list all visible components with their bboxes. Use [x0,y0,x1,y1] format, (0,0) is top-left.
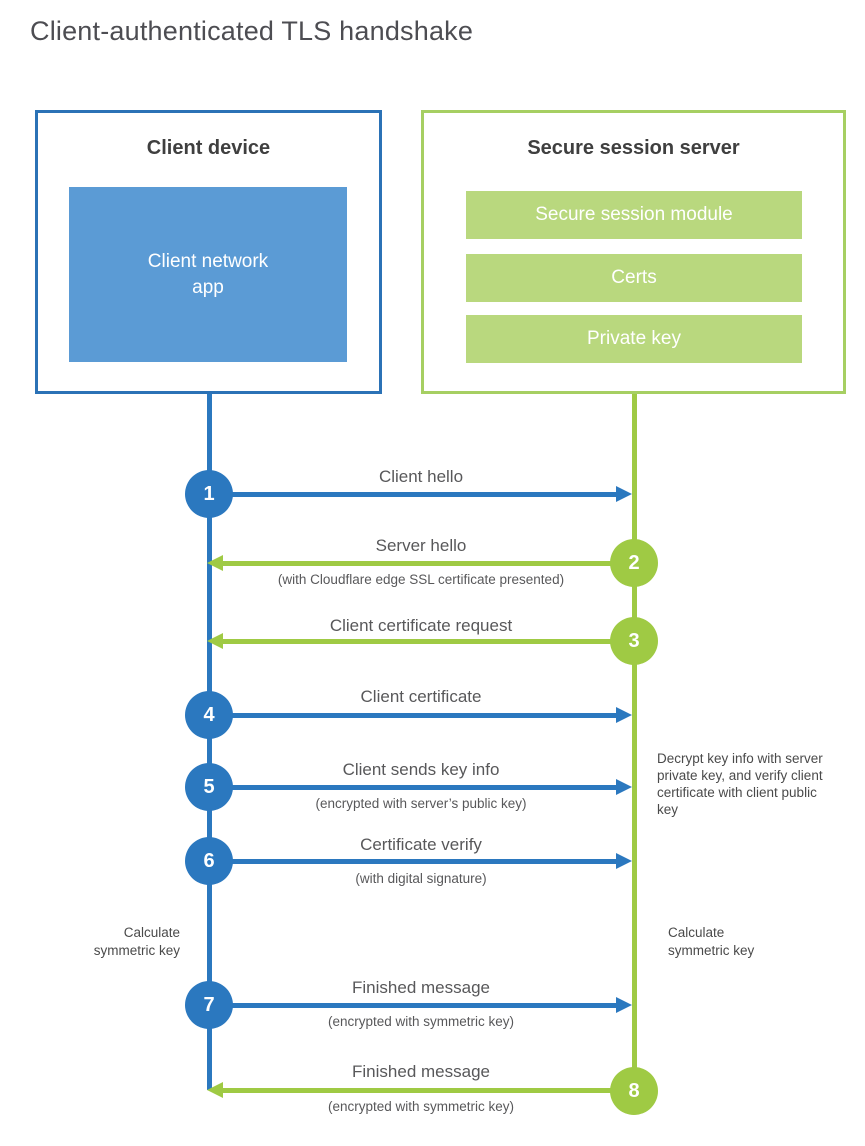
step6-label: Certificate verify [360,835,482,854]
client-device-box: Client device Client network app [35,110,382,394]
step6-arrowhead-icon [616,853,632,869]
step6-arrow-line [230,859,616,864]
step8-label: Finished message [352,1062,490,1081]
step1-label: Client hello [378,467,464,486]
calc-symmetric-key-left-note: Calculate symmetric key [93,925,180,958]
step1-circle: 1 [185,470,233,518]
step5-subtitle: (encrypted with server’s public key) [315,796,527,811]
step3-circle: 3 [610,617,658,665]
server-module-certs: Certs [466,254,802,302]
step3-arrowhead-icon [207,633,223,649]
step5-circle: 5 [185,763,233,811]
step7-label: Finished message [352,978,490,997]
step2-arrowhead-icon [207,555,223,571]
server-module-private-key: Private key [466,315,802,363]
step7-arrowhead-icon [616,997,632,1013]
step8-arrow-line [223,1088,612,1093]
step4-arrow-line [230,713,616,718]
step5-label: Client sends key info [342,760,500,779]
secure-session-server-box: Secure session server Secure session mod… [421,110,846,394]
calc-symmetric-key-right-note: Calculate symmetric key [668,925,755,958]
step8-circle: 8 [610,1067,658,1115]
step5-arrow-line [230,785,616,790]
step1-arrow-line [230,492,616,497]
step4-arrowhead-icon [616,707,632,723]
step2-circle: 2 [610,539,658,587]
client-lifeline [207,394,212,1090]
client-device-title: Client device [146,137,271,159]
server-decrypt-note: Decrypt key info with server private key… [657,751,823,817]
step6-subtitle: (with digital signature) [355,871,487,886]
step7-arrow-line [230,1003,616,1008]
step4-label: Client certificate [360,687,482,706]
step3-label: Client certificate request [329,616,513,635]
secure-session-server-title: Secure session server [527,137,740,159]
step3-arrow-line [223,639,612,644]
client-network-app-box: Client network app [69,187,347,362]
step5-arrowhead-icon [616,779,632,795]
step8-arrowhead-icon [207,1082,223,1098]
step1-arrowhead-icon [616,486,632,502]
server-lifeline [632,394,637,1091]
step2-label: Server hello [375,536,467,555]
step2-arrow-line [223,561,612,566]
server-module-secure-session: Secure session module [466,191,802,239]
step7-subtitle: (encrypted with symmetric key) [327,1014,515,1029]
step4-circle: 4 [185,691,233,739]
step8-subtitle: (encrypted with symmetric key) [327,1099,515,1114]
step6-circle: 6 [185,837,233,885]
page-title: Client-authenticated TLS handshake [30,16,474,46]
step2-subtitle: (with Cloudflare edge SSL certificate pr… [277,572,565,587]
step7-circle: 7 [185,981,233,1029]
